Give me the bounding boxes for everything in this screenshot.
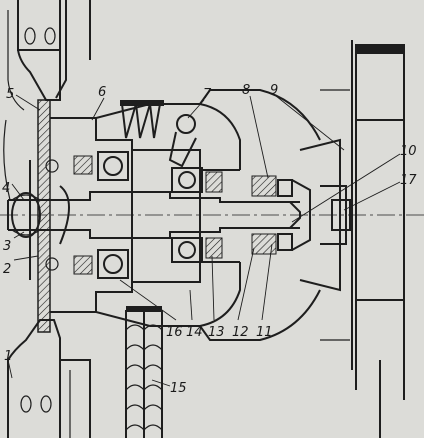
callout-12: 12	[232, 325, 249, 340]
callout-7: 7	[203, 87, 212, 102]
callout-1: 1	[4, 349, 12, 364]
seal-assembly	[251, 175, 311, 255]
leader-lines	[7, 94, 401, 387]
callout-13: 13	[208, 325, 225, 340]
right-bearing-upper	[171, 167, 223, 193]
left-bearing-lower	[73, 249, 129, 279]
pump-housing	[95, 89, 321, 341]
engine-block-wall	[320, 40, 405, 438]
callout-8: 8	[242, 83, 250, 98]
impeller	[299, 138, 351, 292]
callout-6: 6	[98, 85, 106, 100]
callout-9: 9	[270, 83, 278, 98]
lower-bracket	[7, 319, 91, 438]
callout-4: 4	[2, 181, 10, 196]
callout-15: 15	[170, 381, 187, 396]
callout-17: 17	[400, 173, 417, 188]
drive-belt	[125, 306, 163, 438]
callout-10: 10	[400, 144, 417, 159]
callout-16: 16	[166, 325, 183, 340]
callout-3: 3	[3, 239, 11, 254]
pump-shaft	[7, 191, 301, 239]
callout-11: 11	[256, 325, 273, 340]
hub-nut	[11, 159, 70, 271]
pulley-upper	[120, 100, 164, 139]
callout-2: 2	[3, 262, 11, 277]
callout-5: 5	[6, 87, 14, 102]
upper-bracket	[7, 0, 91, 111]
grease-fitting	[168, 114, 197, 168]
left-bearing-upper	[73, 151, 129, 181]
right-bearing-lower	[171, 237, 223, 263]
callout-14: 14	[186, 325, 203, 340]
